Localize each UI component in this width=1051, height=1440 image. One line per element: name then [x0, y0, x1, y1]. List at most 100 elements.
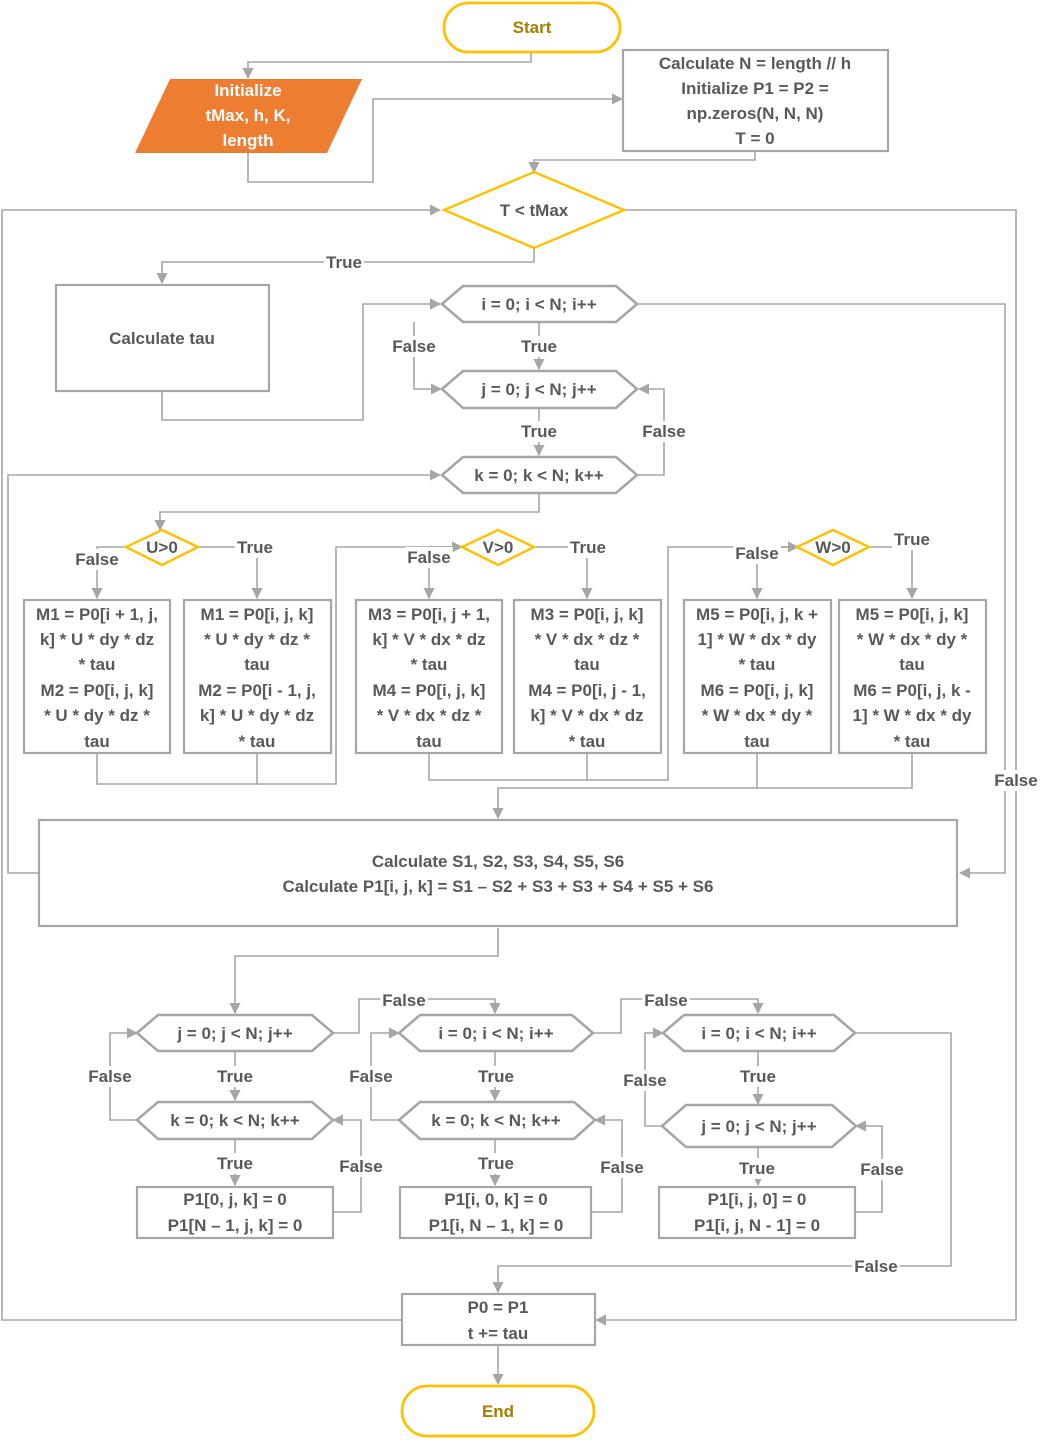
bc-y-i-hexagon: i = 0; i < N; i++ — [397, 1013, 595, 1053]
label-backing — [476, 1153, 516, 1174]
m-line: M5 = P0[i, j, k + — [696, 605, 818, 624]
label-false: False — [623, 1071, 666, 1090]
calc-tau-box: Calculate tau — [54, 283, 271, 393]
bc-y-line: P1[i, 0, k] = 0 — [444, 1190, 547, 1209]
m-line: 1] * W * dx * dy — [852, 706, 972, 725]
m-line: * tau — [739, 655, 776, 674]
m-line: M2 = P0[i - 1, j, — [198, 681, 316, 700]
label-false: False — [75, 550, 118, 569]
label-backing — [640, 421, 688, 442]
connector-start-to-input — [242, 52, 532, 80]
m-line: * tau — [239, 732, 276, 751]
init-line: np.zeros(N, N, N) — [687, 104, 824, 123]
bc-z-i-hexagon: i = 0; i < N; i++ — [661, 1013, 857, 1053]
label-true: True — [217, 1067, 253, 1086]
m-line: tau — [416, 732, 442, 751]
connectors — [1, 52, 1017, 1386]
label-backing — [347, 1066, 395, 1087]
m-line: * V * dx * dz * — [377, 706, 482, 725]
label-true: True — [521, 337, 557, 356]
label-true: True — [570, 538, 606, 557]
label-backing — [215, 1153, 255, 1174]
m-line: M3 = P0[i, j + 1, — [368, 605, 490, 624]
m-line: M4 = P0[i, j - 1, — [528, 681, 646, 700]
label-false: False — [854, 1257, 897, 1276]
loop-i-label: i = 0; i < N; i++ — [481, 295, 596, 314]
connector-bcy-i-false — [593, 998, 764, 1034]
m-line: * U * dy * dz * — [204, 630, 310, 649]
label-backing — [738, 1066, 778, 1087]
m-line: M1 = P0[i + 1, j, — [36, 605, 158, 624]
connector-u-false — [91, 546, 127, 600]
connector-w-merge — [756, 754, 913, 789]
label-false: False — [994, 771, 1037, 790]
label-backing — [892, 529, 932, 550]
m-line: * tau — [569, 732, 606, 751]
edge-labels: True False True True False False True Fa… — [73, 252, 1040, 1277]
input-parallelogram: Initialize tMax, h, K, length — [135, 79, 362, 153]
label-false: False — [644, 991, 687, 1010]
calc-s-line: Calculate P1[i, j, k] = S1 – S2 + S3 + S… — [283, 877, 714, 896]
bc-z-j-hexagon: j = 0; j < N; j++ — [660, 1103, 858, 1149]
init-line: Calculate N = length // h — [659, 54, 851, 73]
start-terminal: Start — [442, 1, 622, 54]
label-false: False — [735, 544, 778, 563]
label-backing — [73, 549, 121, 570]
bc-y-line: P1[i, N – 1, k] = 0 — [429, 1216, 564, 1235]
label-backing — [733, 543, 781, 564]
end-terminal: End — [400, 1384, 596, 1438]
label-backing — [852, 1256, 900, 1277]
label-backing — [642, 990, 690, 1011]
connector-to-v — [256, 541, 464, 785]
m-line: * V * dx * dz * — [535, 630, 640, 649]
init-line: T = 0 — [735, 129, 774, 148]
input-line: length — [223, 131, 274, 150]
m-line: k] * V * dx * dz — [530, 706, 643, 725]
v-condition: V>0 — [483, 538, 514, 557]
label-false: False — [349, 1067, 392, 1086]
bc-z-j-label: j = 0; j < N; j++ — [700, 1117, 816, 1136]
bc-z-i-label: i = 0; i < N; i++ — [701, 1024, 816, 1043]
loop-k-label: k = 0; k < N; k++ — [474, 466, 604, 485]
m-box-v-false: M3 = P0[i, j + 1, k] * V * dx * dz * tau… — [354, 598, 504, 755]
m-box-u-false: M1 = P0[i + 1, j, k] * U * dy * dz * tau… — [22, 598, 172, 755]
label-backing — [215, 1066, 255, 1087]
start-label: Start — [513, 18, 552, 37]
connector-bcx-j-false — [333, 998, 501, 1034]
input-line: tMax, h, K, — [205, 106, 290, 125]
main-loop-decision: T < tMax — [440, 170, 628, 250]
label-false: False — [392, 337, 435, 356]
connector-calc-s-to-k — [7, 469, 442, 874]
m-line: k] * U * dy * dz — [200, 706, 314, 725]
m-line: M1 = P0[i, j, k] — [201, 605, 314, 624]
bc-x-k-hexagon: k = 0; k < N; k++ — [135, 1100, 335, 1141]
m-line: tau — [84, 732, 110, 751]
m-line: M5 = P0[i, j, k] — [856, 605, 969, 624]
label-true: True — [521, 422, 557, 441]
bc-y-k-label: k = 0; k < N; k++ — [431, 1111, 561, 1130]
bc-x-j-label: j = 0; j < N; j++ — [176, 1024, 292, 1043]
m-line: M6 = P0[i, j, k] — [701, 681, 814, 700]
label-backing — [380, 990, 428, 1011]
bc-x-k-label: k = 0; k < N; k++ — [170, 1111, 300, 1130]
m-box-v-true: M3 = P0[i, j, k] * V * dx * dz * tau M4 … — [512, 598, 663, 755]
m-line: tau — [244, 655, 270, 674]
bc-x-line: P1[0, j, k] = 0 — [183, 1190, 286, 1209]
update-line: P0 = P1 — [468, 1298, 529, 1317]
m-line: M6 = P0[i, j, k - — [853, 681, 971, 700]
m-line: * W * dx * dy * — [857, 630, 968, 649]
v-decision: V>0 — [459, 528, 537, 567]
m-line: k] * U * dy * dz — [40, 630, 154, 649]
m-line: M3 = P0[i, j, k] — [531, 605, 644, 624]
label-true: True — [739, 1159, 775, 1178]
u-decision: U>0 — [123, 528, 201, 567]
calc-s-line: Calculate S1, S2, S3, S4, S5, S6 — [372, 852, 624, 871]
label-backing — [737, 1158, 777, 1179]
connector-to-calc-s — [492, 787, 757, 820]
label-backing — [405, 547, 453, 568]
m-line: M4 = P0[i, j, k] — [373, 681, 486, 700]
bc-z-box: P1[i, j, 0] = 0 P1[i, j, N - 1] = 0 — [657, 1185, 857, 1240]
loop-j-label: j = 0; j < N; j++ — [480, 380, 596, 399]
label-false: False — [339, 1157, 382, 1176]
